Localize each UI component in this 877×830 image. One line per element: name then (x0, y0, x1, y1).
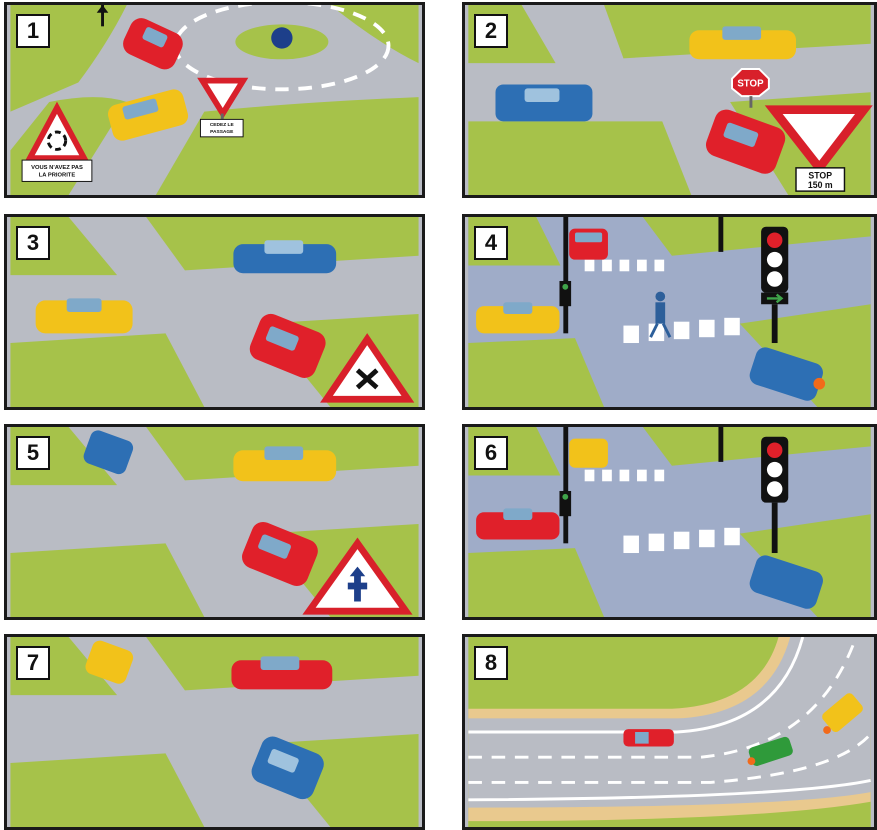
car-red (231, 656, 332, 689)
panel-number: 2 (474, 14, 508, 48)
priority-plate: VOUS N'AVEZ PAS LA PRIORITE (22, 160, 92, 181)
car-yellow-taxi (476, 302, 559, 333)
svg-text:LA PRIORITE: LA PRIORITE (39, 173, 76, 179)
car-yellow (689, 26, 796, 59)
panel-number: 6 (474, 436, 508, 470)
panel-5-scene (7, 427, 422, 617)
car-yellow (233, 446, 336, 481)
panel-number: 1 (16, 14, 50, 48)
car-red (623, 729, 673, 746)
panel-2-scene: STOP STOP 150 m (465, 5, 874, 195)
panel-8-scene (465, 637, 874, 827)
panel-2: STOP STOP 150 m 2 (462, 2, 877, 198)
svg-text:PASSAGE: PASSAGE (210, 129, 234, 135)
panel-number: 5 (16, 436, 50, 470)
panel-4-scene (465, 217, 874, 407)
svg-text:VOUS N'AVEZ PAS: VOUS N'AVEZ PAS (31, 165, 83, 171)
panel-number: 7 (16, 646, 50, 680)
svg-text:CEDEZ LE: CEDEZ LE (210, 122, 235, 128)
panel-5: 5 (4, 424, 425, 620)
grass-bottom-left (468, 121, 691, 195)
red-light-icon (767, 233, 783, 249)
panel-6: 6 (462, 424, 877, 620)
traffic-light-pole-top (718, 427, 723, 462)
car-blue (495, 84, 592, 121)
panel-3: 3 (4, 214, 425, 410)
red-light-icon (767, 443, 783, 459)
panel-number: 3 (16, 226, 50, 260)
distance-plate-line1: STOP (808, 171, 832, 181)
car-yellow (569, 439, 608, 468)
panel-3-scene (7, 217, 422, 407)
traffic-light-pole-top (718, 217, 723, 252)
panel-7-scene (7, 637, 422, 827)
car-red (476, 508, 559, 539)
stop-sign-text: STOP (737, 78, 764, 89)
roundabout-sign-icon (271, 27, 292, 48)
distance-plate: STOP 150 m (796, 168, 844, 191)
panel-4: 4 (462, 214, 877, 410)
car-yellow (36, 298, 133, 333)
panel-6-scene (465, 427, 874, 617)
panel-number: 8 (474, 646, 508, 680)
panel-8: 8 (462, 634, 877, 830)
car-blue (233, 240, 336, 273)
distance-plate-line2: 150 m (808, 180, 833, 190)
panel-number: 4 (474, 226, 508, 260)
panel-7: 7 (4, 634, 425, 830)
car-red (569, 229, 608, 260)
